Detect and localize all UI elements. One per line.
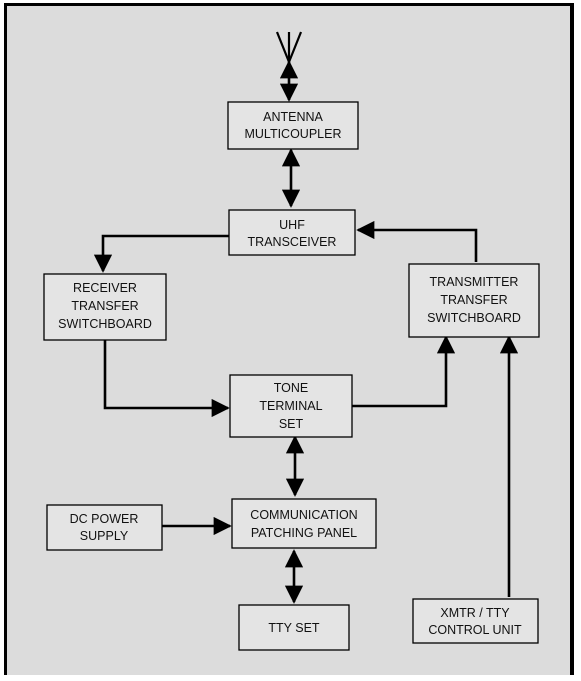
- xmtr-control-line-1: XMTR / TTY: [440, 606, 510, 620]
- receiver-switchboard-line-1: RECEIVER: [73, 281, 137, 295]
- link-transceiver-receiver: [93, 234, 229, 273]
- uhf-transceiver-line-1: UHF: [279, 218, 305, 232]
- tty-set-line-1: TTY SET: [268, 621, 320, 635]
- block-transmitter-transfer-switchboard: TRANSMITTER TRANSFER SWITCHBOARD: [408, 263, 540, 338]
- uhf-transceiver-line-2: TRANSCEIVER: [248, 235, 337, 249]
- link-receiver-tone: [103, 340, 230, 418]
- block-antenna-multicoupler: ANTENNA MULTICOUPLER: [227, 101, 359, 150]
- xmtr-control-line-2: CONTROL UNIT: [428, 623, 522, 637]
- transmitter-switchboard-line-2: TRANSFER: [440, 293, 507, 307]
- antenna-multicoupler-line-1: ANTENNA: [263, 110, 323, 124]
- transmitter-switchboard-line-1: TRANSMITTER: [430, 275, 519, 289]
- block-dc-power-supply: DC POWER SUPPLY: [46, 504, 163, 551]
- link-tone-transmitter: [352, 335, 456, 408]
- block-uhf-transceiver: UHF TRANSCEIVER: [228, 209, 356, 256]
- antenna-multicoupler-line-2: MULTICOUPLER: [244, 127, 341, 141]
- patching-panel-line-1: COMMUNICATION: [250, 508, 357, 522]
- tone-terminal-line-1: TONE: [274, 381, 309, 395]
- receiver-switchboard-line-3: SWITCHBOARD: [58, 317, 152, 331]
- transmitter-switchboard-line-3: SWITCHBOARD: [427, 311, 521, 325]
- link-transmitter-transceiver: [356, 220, 478, 262]
- tone-terminal-line-2: TERMINAL: [259, 399, 322, 413]
- antenna-icon: [275, 31, 303, 63]
- block-tone-terminal-set: TONE TERMINAL SET: [229, 374, 353, 438]
- block-tty-set: TTY SET: [238, 604, 350, 651]
- dc-power-line-1: DC POWER: [70, 512, 139, 526]
- patching-panel-line-2: PATCHING PANEL: [251, 526, 357, 540]
- junction-dots: [292, 227, 449, 448]
- dc-power-line-2: SUPPLY: [80, 529, 129, 543]
- tone-terminal-line-3: SET: [279, 417, 304, 431]
- receiver-switchboard-line-2: TRANSFER: [71, 299, 138, 313]
- block-communication-patching-panel: COMMUNICATION PATCHING PANEL: [231, 498, 377, 549]
- block-receiver-transfer-switchboard: RECEIVER TRANSFER SWITCHBOARD: [43, 273, 167, 341]
- block-xmtr-tty-control-unit: XMTR / TTY CONTROL UNIT: [412, 598, 539, 644]
